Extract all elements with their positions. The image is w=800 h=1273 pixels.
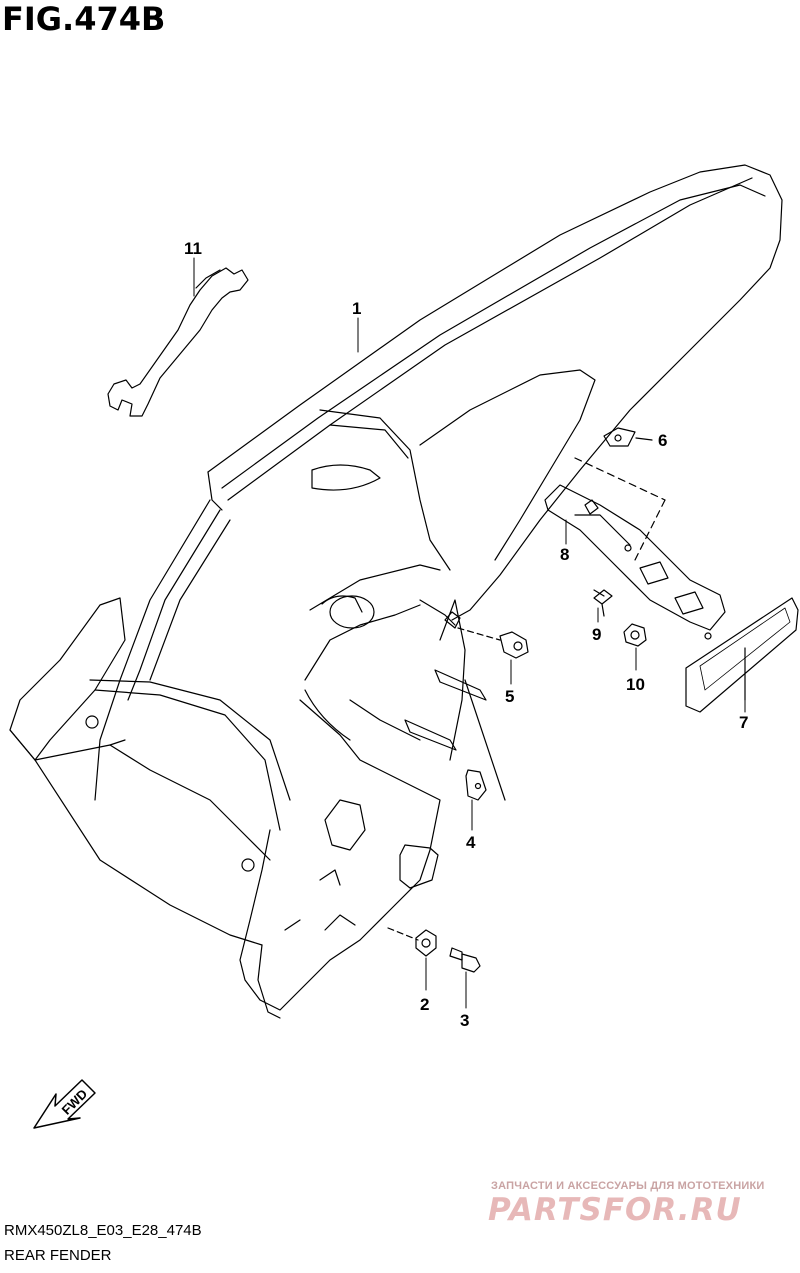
nut-part-10 [623,623,647,647]
fender-bracket [404,599,506,801]
figure-title: FIG.474B [2,0,166,38]
wrench-part-11 [107,267,249,417]
bolt-part-9 [593,589,613,617]
callout-2: 2 [420,995,430,1014]
callout-1: 1 [352,299,362,318]
callout-3: 3 [460,1011,470,1030]
fwd-direction-arrow: FWD [33,1079,96,1129]
bolt-part-3 [449,947,481,973]
reflector-part-7 [685,597,799,713]
callout-4: 4 [466,833,476,852]
clip-nut-part-4 [465,769,487,801]
callout-8: 8 [560,545,570,564]
watermark-tagline: ЗАПЧАСТИ И АКСЕССУАРЫ ДЛЯ МОТОТЕХНИКИ [491,1180,765,1192]
leader-lines [193,257,746,1009]
watermark-logo: PARTSFOR.RU [488,1192,742,1228]
model-code: RMX450ZL8_E03_E28_474B [4,1222,202,1239]
callout-5: 5 [505,687,515,706]
rear-fender-part-1 [9,164,783,1019]
nut-part-2 [387,927,437,957]
part-name: REAR FENDER [4,1247,112,1264]
bolt-part-5 [457,627,529,659]
clip-nut-part-6 [603,427,653,447]
callout-11: 11 [184,239,202,258]
callout-10: 10 [626,675,645,694]
callout-9: 9 [592,625,602,644]
callout-6: 6 [658,431,668,450]
callout-7: 7 [739,713,749,732]
reflector-bracket-part-8 [544,457,726,640]
